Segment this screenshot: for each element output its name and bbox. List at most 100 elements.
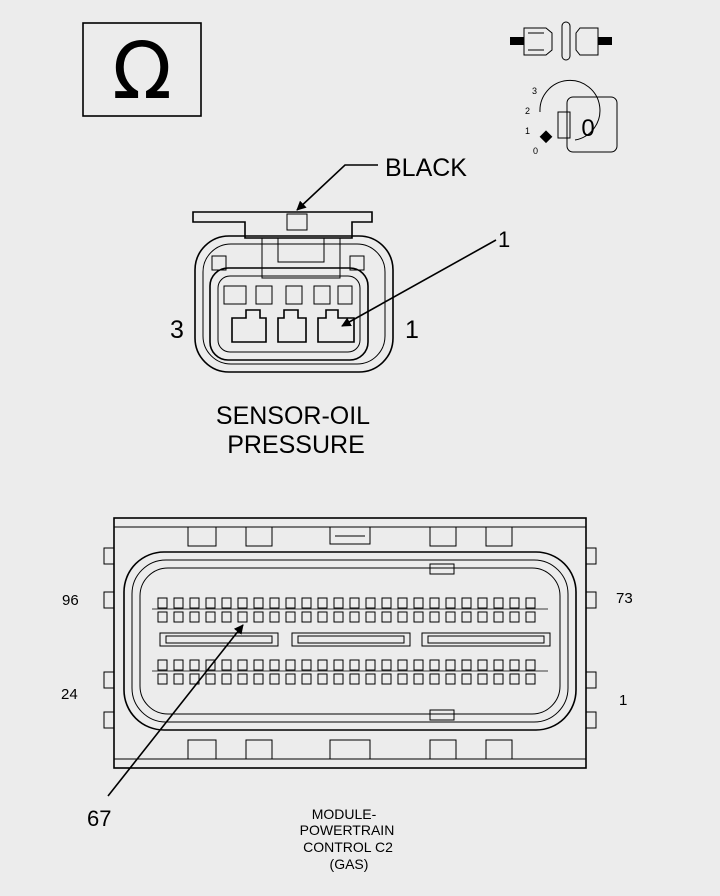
pin-cavity (285, 597, 296, 609)
pin-cavity (461, 673, 472, 685)
pin-cavity (253, 673, 264, 685)
pin-cavity (221, 611, 232, 623)
pin-cavity (189, 673, 200, 685)
pin-cavity (301, 673, 312, 685)
pin-cavity (397, 673, 408, 685)
pin-cavity (157, 659, 168, 671)
pin-cavity (381, 611, 392, 623)
pin-cavity (477, 659, 488, 671)
pin-cavity (349, 673, 360, 685)
ignition-key-label: 0 (581, 115, 594, 142)
pin-cavity (445, 659, 456, 671)
pin-cavity (269, 659, 280, 671)
pin-cavity (429, 611, 440, 623)
pin-cavity (205, 611, 216, 623)
pin-cavity (365, 673, 376, 685)
pcm-pin-24-label: 24 (61, 686, 78, 703)
pin-cavity (365, 597, 376, 609)
pin-cavity (237, 659, 248, 671)
sensor-pin-left-label: 3 (170, 316, 184, 344)
pin-cavity (157, 597, 168, 609)
pin-cavity (397, 597, 408, 609)
pin-cavity (477, 673, 488, 685)
pin-cavity (413, 659, 424, 671)
pin-cavity (413, 673, 424, 685)
pin-cavity (461, 597, 472, 609)
oil-pressure-sensor-connector: BLACK 3 1 1 SENSOR-OIL PRESSURE (170, 154, 510, 459)
pin-cavity (349, 659, 360, 671)
pin-cavity (333, 611, 344, 623)
pin-cavity (365, 659, 376, 671)
pin-cavity (317, 659, 328, 671)
pin-cavity (317, 597, 328, 609)
pin-cavity (509, 673, 520, 685)
pin-cavity (205, 673, 216, 685)
pcm-pin-73-label: 73 (616, 590, 633, 607)
pin-cavity (253, 597, 264, 609)
ohm-symbol: Ω (112, 27, 172, 117)
pin-cavity (509, 611, 520, 623)
pin-cavity (493, 597, 504, 609)
pin-cavity (189, 659, 200, 671)
ohmmeter-icon: Ω (82, 22, 202, 117)
pin-cavity (445, 611, 456, 623)
pcm-name-line4: (GAS) (330, 856, 369, 872)
ignition-pos-1: 1 (525, 126, 530, 136)
pin-cavity (461, 611, 472, 623)
pin-cavity (157, 611, 168, 623)
pin-cavity (429, 597, 440, 609)
pin-cavity (237, 597, 248, 609)
pin-cavity (333, 597, 344, 609)
pin-cavity (477, 597, 488, 609)
pcm-name-line1: MODULE- (312, 806, 377, 822)
pin-cavity (205, 597, 216, 609)
pcm-pin-96-label: 96 (62, 592, 79, 609)
pin-cavity (525, 659, 536, 671)
pin-cavity (397, 659, 408, 671)
pin-cavity (381, 659, 392, 671)
pin-cavity (461, 659, 472, 671)
pin-cavity (301, 597, 312, 609)
pin-cavity (221, 673, 232, 685)
pin-cavity (445, 673, 456, 685)
pin-cavity (221, 597, 232, 609)
pin-cavity (509, 597, 520, 609)
sensor-name-line2: PRESSURE (227, 431, 365, 459)
pin-cavity (285, 673, 296, 685)
pin-cavity (525, 673, 536, 685)
pin-cavity (317, 611, 328, 623)
pin-cavity (397, 611, 408, 623)
pin-cavity (237, 673, 248, 685)
color-callout: BLACK (385, 154, 467, 182)
ignition-pos-0: 0 (533, 146, 538, 156)
pin-cavity (429, 659, 440, 671)
pin-cavity (413, 597, 424, 609)
pin-cavity (173, 659, 184, 671)
ignition-pos-3: 3 (532, 86, 537, 96)
pin-cavity (237, 611, 248, 623)
pin-cavity (189, 597, 200, 609)
pin-cavity (349, 611, 360, 623)
pin-cavity (349, 597, 360, 609)
pin-cavity (429, 673, 440, 685)
sensor-pin-right-label: 1 (405, 316, 419, 344)
pin-cavity (269, 673, 280, 685)
pin-cavity (333, 673, 344, 685)
pin-cavity (333, 659, 344, 671)
pin-cavity (301, 659, 312, 671)
pin-cavity (381, 597, 392, 609)
pin-cavity (525, 611, 536, 623)
disconnect-connector-icon (510, 21, 612, 61)
sensor-pin-callout: 1 (498, 227, 510, 252)
pin-cavity (221, 659, 232, 671)
pin-cavity (445, 597, 456, 609)
pin-cavity (253, 611, 264, 623)
pin-cavity (493, 673, 504, 685)
pin-cavity (173, 611, 184, 623)
pin-cavity (269, 597, 280, 609)
pin-cavity (189, 611, 200, 623)
pin-cavity (269, 611, 280, 623)
pin-cavity (413, 611, 424, 623)
ignition-pos-2: 2 (525, 106, 530, 116)
